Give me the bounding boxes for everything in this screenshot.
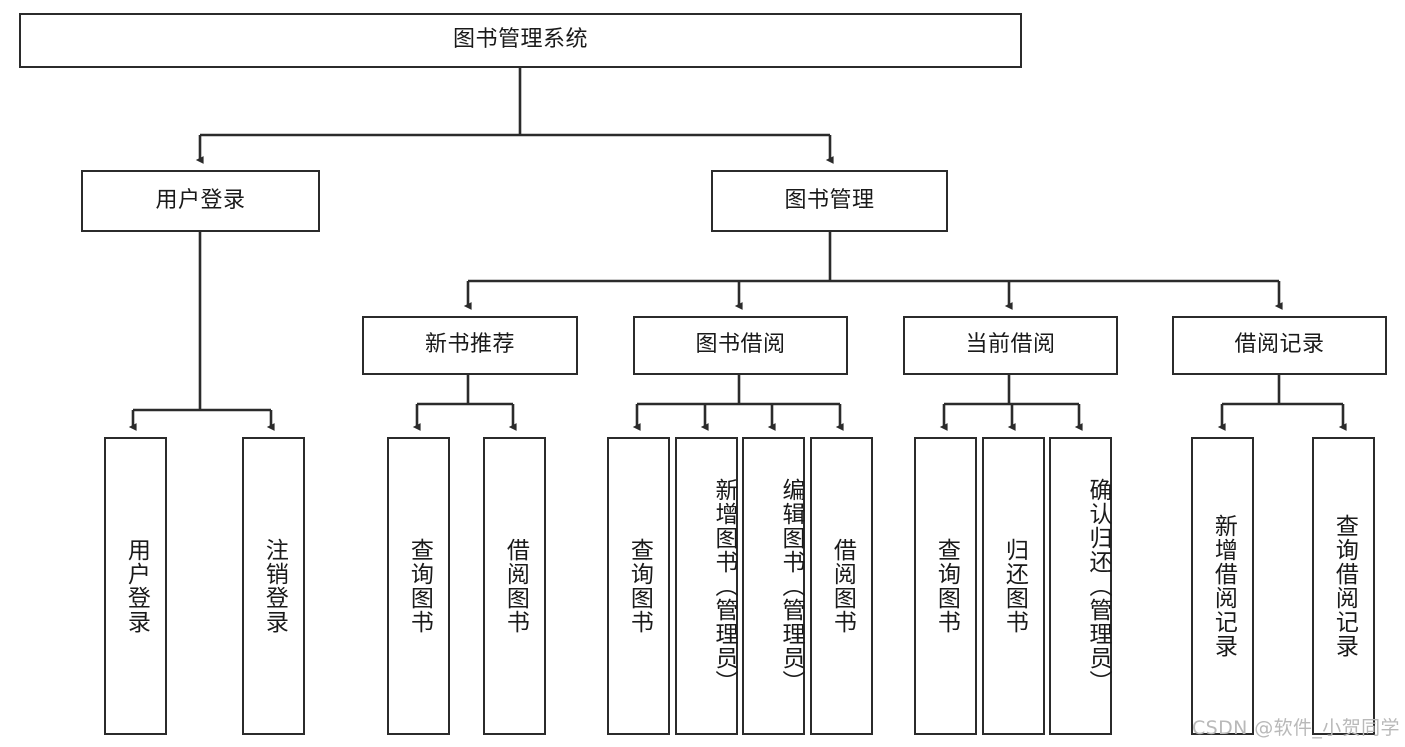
- leaf-query-book-recommend[interactable]: 查询图书: [387, 437, 450, 735]
- leaf-return-book-label: 归还图书: [1001, 538, 1028, 634]
- leaf-borrow-book-recommend[interactable]: 借阅图书: [483, 437, 546, 735]
- leaf-user-login-label: 用户登录: [123, 538, 150, 634]
- leaf-add-book-admin[interactable]: 新增图书（管理员）: [675, 437, 738, 735]
- leaf-query-book-current[interactable]: 查询图书: [914, 437, 977, 735]
- node-new-book-rec-label: 新书推荐: [424, 332, 515, 358]
- node-current-borrow-label: 当前借阅: [965, 332, 1056, 358]
- node-book-manage-label: 图书管理: [784, 187, 875, 213]
- leaf-add-borrow-record[interactable]: 新增借阅记录: [1191, 437, 1254, 735]
- leaf-query-book-current-label: 查询图书: [933, 538, 960, 634]
- leaf-edit-book-admin[interactable]: 编辑图书（管理员）: [742, 437, 805, 735]
- leaf-query-borrow-record-label: 查询借阅记录: [1331, 514, 1358, 658]
- node-user-login-label: 用户登录: [155, 187, 246, 213]
- leaf-add-book-admin-label: 新增图书（管理员）: [711, 478, 737, 694]
- leaf-return-book[interactable]: 归还图书: [982, 437, 1045, 735]
- node-root[interactable]: 图书管理系统: [19, 13, 1022, 68]
- leaf-borrow-book-label: 借阅图书: [829, 538, 856, 634]
- leaf-edit-book-admin-label: 编辑图书（管理员）: [778, 478, 804, 694]
- leaf-borrow-book[interactable]: 借阅图书: [810, 437, 873, 735]
- node-borrow-record[interactable]: 借阅记录: [1172, 316, 1387, 375]
- leaf-confirm-return-admin[interactable]: 确认归还（管理员）: [1049, 437, 1112, 735]
- node-new-book-rec[interactable]: 新书推荐: [362, 316, 578, 375]
- leaf-query-book-borrow[interactable]: 查询图书: [607, 437, 670, 735]
- leaf-user-login[interactable]: 用户登录: [104, 437, 167, 735]
- leaf-user-logout[interactable]: 注销登录: [242, 437, 305, 735]
- csdn-watermark: CSDN @软件_小贺同学: [1192, 717, 1400, 739]
- node-root-label: 图书管理系统: [452, 27, 588, 53]
- leaf-borrow-book-recommend-label: 借阅图书: [502, 538, 529, 634]
- leaf-query-book-borrow-label: 查询图书: [626, 538, 653, 634]
- leaf-query-book-recommend-label: 查询图书: [406, 538, 433, 634]
- node-current-borrow[interactable]: 当前借阅: [903, 316, 1118, 375]
- node-book-borrow[interactable]: 图书借阅: [633, 316, 848, 375]
- leaf-query-borrow-record[interactable]: 查询借阅记录: [1312, 437, 1375, 735]
- node-user-login[interactable]: 用户登录: [81, 170, 320, 232]
- leaf-user-logout-label: 注销登录: [261, 538, 288, 634]
- node-book-borrow-label: 图书借阅: [695, 332, 786, 358]
- node-borrow-record-label: 借阅记录: [1234, 332, 1325, 358]
- leaf-add-borrow-record-label: 新增借阅记录: [1210, 514, 1237, 658]
- node-book-manage[interactable]: 图书管理: [711, 170, 948, 232]
- leaf-confirm-return-admin-label: 确认归还（管理员）: [1085, 478, 1111, 694]
